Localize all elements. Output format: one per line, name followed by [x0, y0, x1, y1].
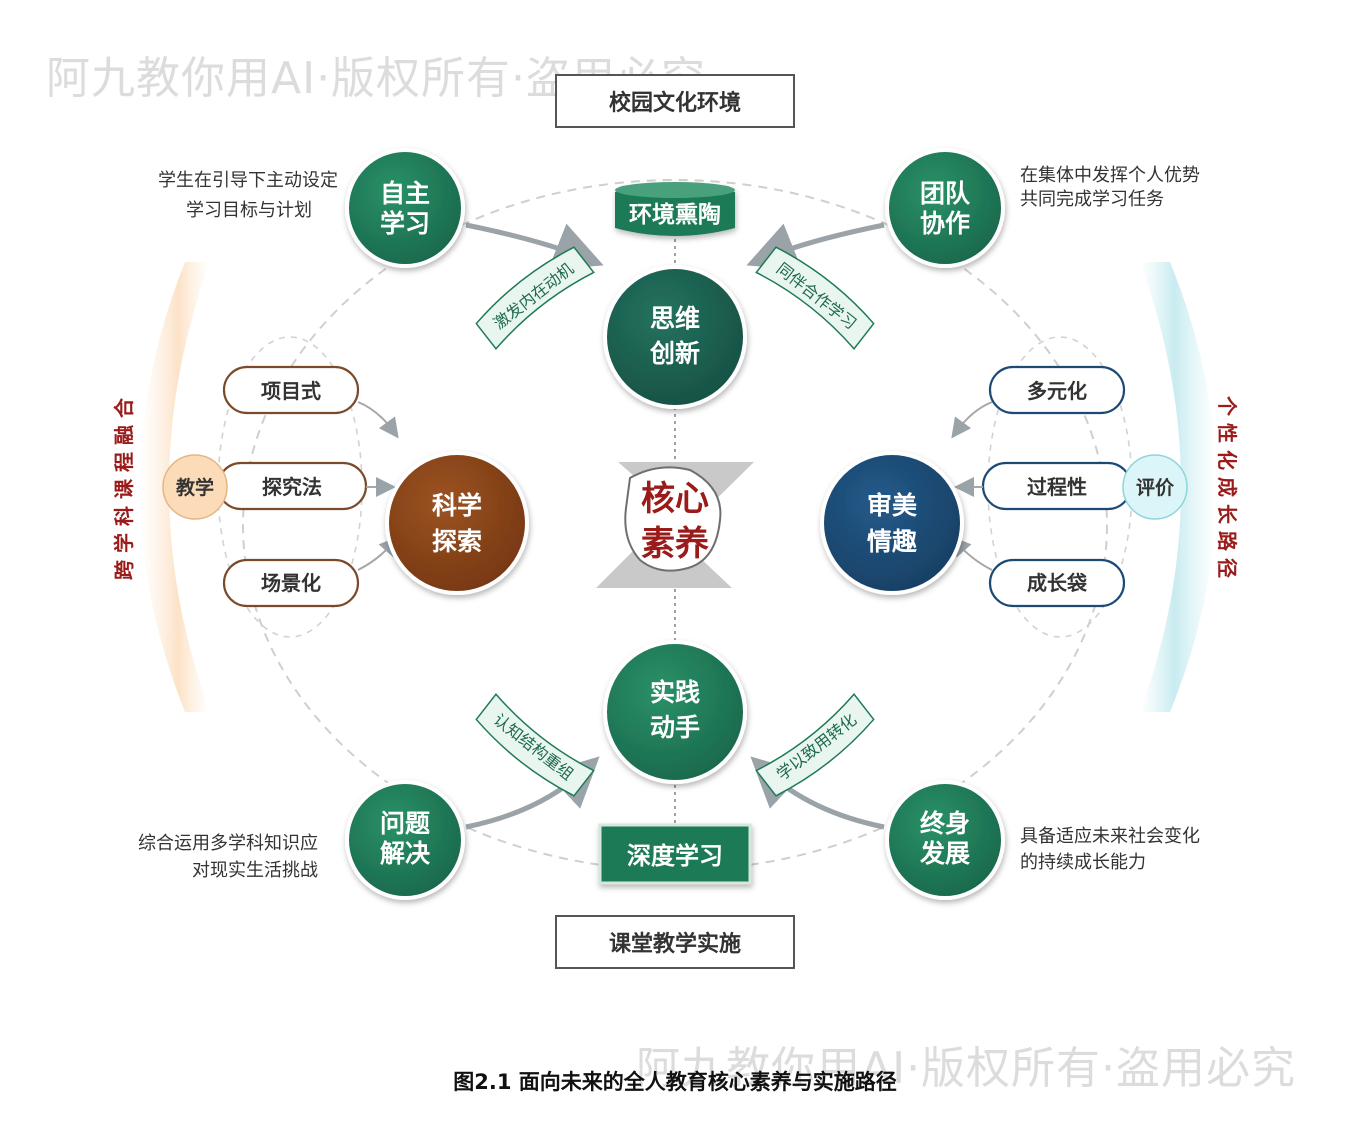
teaching-tag-text: 教学	[176, 476, 214, 499]
teamwork-line1: 团队	[920, 179, 971, 208]
thinking-innovation-circle: 思维 创新	[603, 265, 747, 409]
evaluation-tag: 评价	[1122, 454, 1188, 520]
classroom-teaching-box: 课堂教学实施	[555, 915, 795, 969]
right-pill-2: 成长袋	[988, 558, 1126, 608]
lifelong-development-line2: 发展	[919, 839, 970, 868]
left-band	[140, 262, 210, 712]
arrow-left-pill-2	[357, 536, 400, 571]
right-band-char: 成	[1215, 477, 1239, 497]
practice-handson-line2: 动手	[650, 713, 700, 742]
thinking-innovation-line2: 创新	[649, 339, 700, 368]
teamwork-desc: 在集体中发挥个人优势 共同完成学习任务	[1020, 164, 1200, 212]
left-pill-1: 探究法	[216, 461, 368, 511]
self-learning-circle: 自主 学习	[345, 148, 465, 268]
problem-solving-desc-line2: 对现实生活挑战	[192, 860, 318, 881]
right-band-char: 性	[1215, 423, 1239, 443]
aesthetic-interest-line2: 情趣	[867, 527, 917, 556]
practice-handson-line1: 实践	[650, 678, 700, 707]
lifelong-development-desc-line2: 的持续成长能力	[1020, 852, 1146, 873]
left-band-char: 跨	[112, 559, 136, 580]
self-learning-line2: 学习	[380, 209, 430, 238]
arrow-right-pill-2	[950, 536, 993, 571]
right-pill-0: 多元化	[988, 365, 1126, 415]
problem-solving-desc: 综合运用多学科知识应 对现实生活挑战	[100, 830, 318, 884]
ribbon-top-right: 同伴合作学习	[755, 246, 875, 350]
left-band-char: 融	[112, 425, 136, 445]
self-learning-desc-line1: 学生在引导下主动设定	[158, 170, 338, 191]
right-band-char: 个	[1215, 395, 1239, 417]
right-pill-1-text: 过程性	[1027, 475, 1087, 499]
deep-learning-banner	[598, 823, 752, 885]
thinking-innovation-line1: 思维	[650, 304, 700, 333]
problem-solving-desc-line1: 综合运用多学科知识应	[138, 833, 318, 854]
lifelong-development-desc: 具备适应未来社会变化 的持续成长能力	[1020, 824, 1200, 876]
problem-solving-line2: 解决	[380, 839, 430, 868]
center-label-line2: 素养	[641, 524, 709, 564]
right-pill-1: 过程性	[981, 461, 1133, 511]
ribbon-bottom-left: 认知结构重组	[475, 693, 595, 797]
ribbon-top-left: 激发内在动机	[475, 246, 595, 350]
teamwork-desc-line2: 共同完成学习任务	[1020, 189, 1164, 210]
left-pill-0: 项目式	[222, 365, 360, 415]
left-band-char: 科	[112, 506, 136, 526]
problem-solving-line1: 问题	[380, 809, 430, 838]
environment-banner	[615, 182, 735, 236]
problem-solving-circle: 问题 解决	[345, 780, 465, 900]
watermark-bottom: 阿九教你用AI·版权所有·盗用必究	[636, 1043, 1297, 1094]
evaluation-tag-text: 评价	[1136, 477, 1175, 499]
right-pill-2-text: 成长袋	[1027, 571, 1088, 595]
campus-culture-box: 校园文化环境	[555, 74, 795, 128]
arrow-right-pill-0	[951, 401, 993, 439]
environment-banner-text: 环境熏陶	[629, 201, 721, 228]
aesthetic-interest-line1: 审美	[867, 491, 917, 520]
left-pill-2: 场景化	[222, 558, 360, 608]
right-pill-0-text: 多元化	[1027, 379, 1087, 403]
science-exploration-line1: 科学	[432, 491, 482, 520]
self-learning-line1: 自主	[380, 179, 430, 208]
right-band-char: 化	[1215, 450, 1239, 470]
self-learning-desc-line2: 学习目标与计划	[186, 200, 312, 221]
deep-learning-banner-text: 深度学习	[627, 842, 723, 870]
ribbon-bottom-right: 学以致用转化	[755, 693, 875, 797]
self-learning-desc: 学生在引导下主动设定 学习目标与计划	[110, 166, 338, 226]
right-band-char: 径	[1215, 558, 1239, 578]
teamwork-line2: 协作	[920, 209, 970, 238]
left-pill-2-text: 场景化	[261, 571, 321, 595]
aesthetic-interest-circle: 审美 情趣	[820, 451, 964, 595]
teaching-tag: 教学	[162, 454, 228, 520]
arrow-left-pill-0	[357, 401, 399, 439]
right-band	[1140, 262, 1216, 712]
figure-caption: 图2.1 面向未来的全人教育核心素养与实施路径	[453, 1070, 897, 1094]
lifelong-development-circle: 终身 发展	[885, 780, 1005, 900]
practice-handson-circle: 实践 动手	[603, 640, 747, 784]
center-hourglass	[596, 462, 754, 588]
left-pill-0-text: 项目式	[261, 379, 321, 403]
lifelong-development-line1: 终身	[920, 809, 970, 838]
right-band-char: 长	[1215, 504, 1239, 525]
center-label-line1: 核心	[641, 479, 709, 519]
teamwork-circle: 团队 协作	[885, 148, 1005, 268]
lifelong-development-desc-line1: 具备适应未来社会变化	[1020, 826, 1200, 847]
left-band-char: 合	[112, 397, 136, 418]
left-band-char: 程	[112, 452, 136, 472]
left-band-char: 学	[112, 533, 136, 553]
left-band-char: 课	[112, 478, 136, 499]
science-exploration-circle: 科学 探索	[385, 451, 529, 595]
science-exploration-line2: 探索	[432, 527, 482, 556]
right-band-char: 路	[1215, 531, 1239, 552]
left-pill-1-text: 探究法	[262, 475, 322, 499]
teamwork-desc-line1: 在集体中发挥个人优势	[1020, 165, 1200, 186]
